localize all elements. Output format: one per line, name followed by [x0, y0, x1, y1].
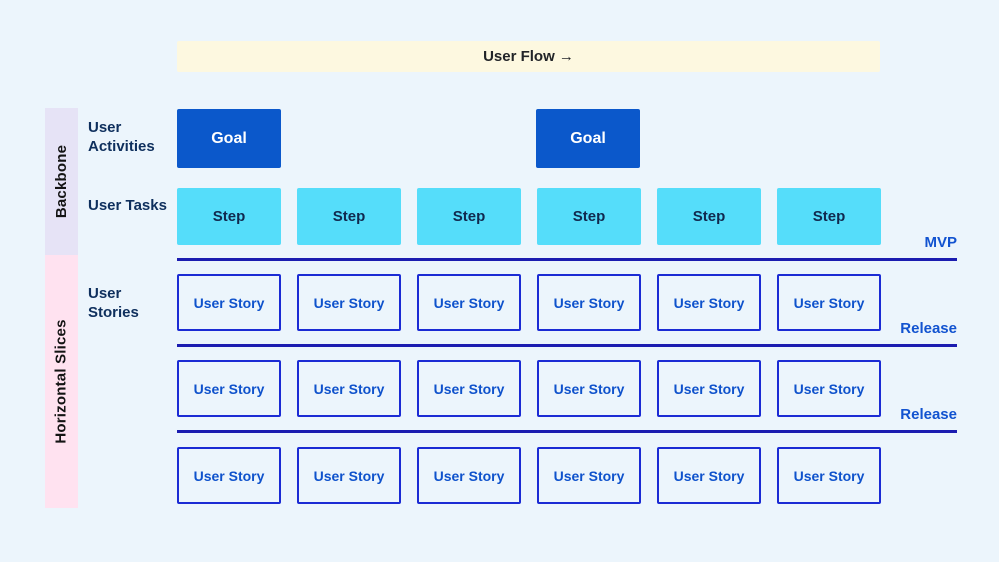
milestone-label-mvp: MVP: [924, 234, 957, 251]
release-divider-line: [177, 344, 957, 347]
milestone-label-release: Release: [900, 406, 957, 423]
user-story-card: User Story: [537, 360, 641, 417]
user-story-card: User Story: [657, 360, 761, 417]
step-card: Step: [777, 188, 881, 245]
user-story-card: User Story: [537, 447, 641, 504]
user-story-card: User Story: [657, 274, 761, 331]
user-story-card: User Story: [297, 360, 401, 417]
user-story-row: User Story User Story User Story User St…: [177, 360, 881, 417]
user-tasks-row-label: User Tasks: [88, 197, 167, 214]
user-story-card: User Story: [177, 447, 281, 504]
step-card: Step: [177, 188, 281, 245]
user-story-card: User Story: [297, 447, 401, 504]
user-story-card: User Story: [177, 360, 281, 417]
mvp-divider-line: [177, 258, 957, 261]
user-story-card: User Story: [537, 274, 641, 331]
user-story-card: User Story: [297, 274, 401, 331]
step-card: Step: [537, 188, 641, 245]
user-story-card: User Story: [777, 274, 881, 331]
step-row: Step Step Step Step Step Step: [177, 188, 881, 245]
user-stories-row-label: User Stories: [88, 285, 139, 321]
user-story-card: User Story: [777, 360, 881, 417]
goal-card: Goal: [536, 109, 640, 168]
user-story-row: User Story User Story User Story User St…: [177, 447, 881, 504]
user-activities-row-label: User Activities: [88, 119, 155, 155]
user-story-card: User Story: [777, 447, 881, 504]
user-story-card: User Story: [177, 274, 281, 331]
step-card: Step: [657, 188, 761, 245]
step-card: Step: [417, 188, 521, 245]
backbone-label: Backbone: [53, 144, 71, 219]
goal-card: Goal: [177, 109, 281, 168]
horizontal-slices-label: Horizontal Slices: [53, 319, 71, 444]
user-story-card: User Story: [417, 274, 521, 331]
horizontal-slices-group-strip: Horizontal Slices: [45, 255, 78, 508]
release-divider-line: [177, 430, 957, 433]
milestone-label-release: Release: [900, 320, 957, 337]
goal-row: Goal Goal: [177, 109, 881, 168]
user-story-row: User Story User Story User Story User St…: [177, 274, 881, 331]
user-story-card: User Story: [417, 447, 521, 504]
user-flow-header: User Flow →: [177, 41, 880, 72]
user-story-card: User Story: [417, 360, 521, 417]
user-story-card: User Story: [657, 447, 761, 504]
step-card: Step: [297, 188, 401, 245]
user-flow-title: User Flow →: [483, 48, 574, 65]
backbone-group-strip: Backbone: [45, 108, 78, 255]
